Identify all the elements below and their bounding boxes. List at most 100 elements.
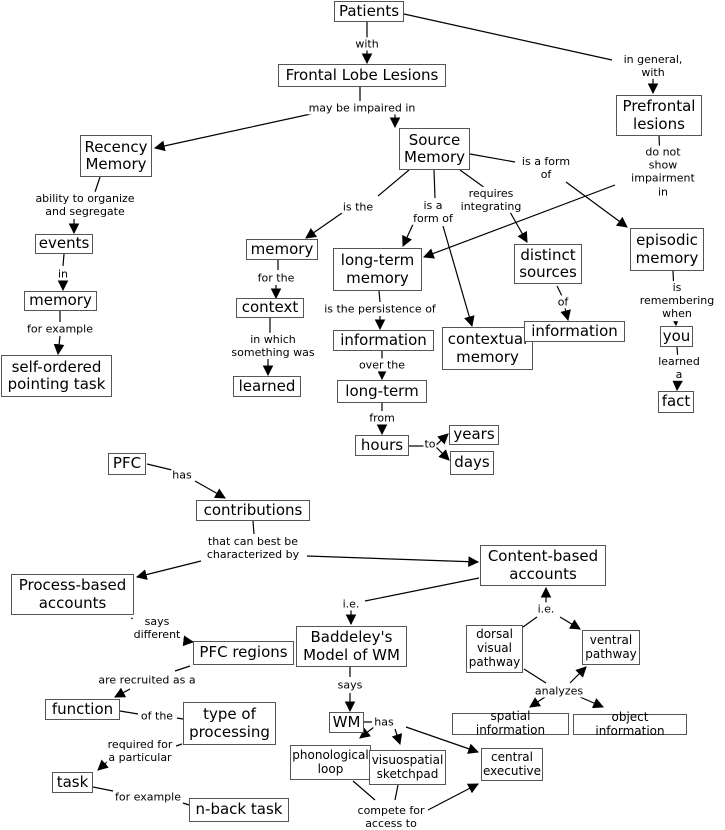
link-label-ie-1: i.e. bbox=[341, 597, 361, 611]
concept-node-context[interactable]: context bbox=[236, 298, 304, 318]
connector-arrow bbox=[569, 666, 587, 684]
link-label-for-example-2: for example bbox=[114, 790, 182, 804]
link-label-to: to bbox=[423, 437, 437, 451]
concept-node-object-info[interactable]: object information bbox=[573, 710, 687, 737]
concept-node-long-term-memory[interactable]: long-term memory bbox=[333, 248, 422, 291]
concept-node-task[interactable]: task bbox=[52, 772, 93, 793]
connector-line bbox=[522, 616, 538, 628]
link-label-for-example-1: for example bbox=[26, 322, 94, 336]
concept-node-you[interactable]: you bbox=[660, 326, 693, 347]
connector-line bbox=[119, 710, 139, 715]
connector-arrow bbox=[559, 616, 581, 630]
link-label-in-which: in which something was bbox=[230, 332, 316, 360]
connector-arrow bbox=[135, 560, 202, 580]
connector-line bbox=[378, 290, 381, 303]
concept-node-episodic-memory[interactable]: episodic memory bbox=[630, 228, 704, 271]
concept-node-frontal-lobe-lesions[interactable]: Frontal Lobe Lesions bbox=[278, 64, 446, 87]
link-label-may-be-impaired-in: may be impaired in bbox=[307, 101, 417, 115]
concept-node-dorsal[interactable]: dorsal visual pathway bbox=[466, 625, 523, 673]
concept-node-fact[interactable]: fact bbox=[658, 391, 694, 413]
concept-node-central-executive[interactable]: central executive bbox=[481, 748, 543, 781]
concept-node-source-memory[interactable]: Source Memory bbox=[399, 128, 470, 170]
connector-arrow bbox=[153, 111, 321, 152]
connector-arrow bbox=[359, 726, 375, 739]
concept-node-contextual-memory[interactable]: contextual memory bbox=[442, 327, 533, 370]
link-label-requires-integrating: requires integrating bbox=[459, 186, 523, 214]
concept-node-phonological-loop[interactable]: phonological loop bbox=[290, 745, 371, 780]
concept-node-prefrontal-lesions[interactable]: Prefrontal lesions bbox=[616, 95, 702, 136]
concept-node-content-based[interactable]: Content-based accounts bbox=[480, 545, 606, 586]
concept-node-baddeley[interactable]: Baddeley's Model of WM bbox=[296, 626, 407, 667]
concept-node-self-ordered[interactable]: self-ordered pointing task bbox=[1, 355, 112, 397]
concept-node-recency-memory[interactable]: Recency Memory bbox=[80, 135, 152, 177]
connector-arrow bbox=[434, 433, 449, 447]
connector-line bbox=[62, 253, 65, 267]
connector-line bbox=[146, 463, 173, 471]
concept-node-pfc[interactable]: PFC bbox=[108, 453, 146, 475]
concept-node-information-mid[interactable]: information bbox=[333, 330, 434, 351]
connector-line bbox=[459, 169, 486, 189]
link-label-of: of bbox=[556, 295, 570, 309]
concept-node-learned[interactable]: learned bbox=[233, 376, 301, 397]
link-label-from: from bbox=[368, 411, 396, 425]
link-label-in: in bbox=[56, 267, 70, 281]
concept-node-patients[interactable]: Patients bbox=[334, 1, 404, 22]
link-label-is-remembering-when: is remembering when bbox=[638, 281, 716, 321]
connector-arrow bbox=[405, 726, 480, 754]
connector-arrow bbox=[529, 696, 546, 708]
connector-line bbox=[403, 13, 613, 61]
concept-node-hours[interactable]: hours bbox=[355, 435, 409, 456]
link-label-learned-a: learned a bbox=[656, 354, 702, 382]
connector-line bbox=[175, 743, 183, 747]
connector-arrow bbox=[427, 783, 479, 811]
concept-node-distinct-sources[interactable]: distinct sources bbox=[514, 244, 582, 284]
connector-line bbox=[469, 153, 516, 163]
connector-arrow bbox=[97, 759, 109, 771]
concept-node-function[interactable]: function bbox=[45, 699, 120, 720]
connector-arrow bbox=[305, 212, 343, 239]
connector-line bbox=[252, 520, 255, 535]
connector-arrow bbox=[579, 696, 604, 709]
concept-node-long-term[interactable]: long-term bbox=[337, 380, 427, 403]
connector-line bbox=[352, 780, 376, 801]
link-label-is-a-form-of-1: is a form of bbox=[412, 198, 454, 226]
concept-node-information-right[interactable]: information bbox=[524, 321, 625, 342]
concept-node-ventral[interactable]: ventral pathway bbox=[582, 630, 640, 665]
connector-line bbox=[523, 668, 547, 684]
concept-node-years[interactable]: years bbox=[449, 425, 499, 445]
link-label-is-the: is the bbox=[341, 200, 375, 214]
connector-line bbox=[92, 786, 114, 792]
connector-arrow bbox=[391, 728, 403, 746]
link-label-for-the: for the bbox=[256, 271, 296, 285]
connector-arrow bbox=[442, 225, 475, 328]
concept-node-memory-mid[interactable]: memory bbox=[246, 239, 318, 260]
concept-node-type-of-processing[interactable]: type of processing bbox=[183, 702, 276, 745]
link-label-are-recruited-as-a: are recruited as a bbox=[97, 673, 197, 687]
connector-line bbox=[94, 176, 101, 193]
concept-node-memory-left[interactable]: memory bbox=[24, 291, 97, 311]
link-label-over-the: over the bbox=[357, 358, 407, 372]
concept-node-visuospatial[interactable]: visuospatial sketchpad bbox=[369, 750, 446, 785]
concept-node-process-based[interactable]: Process-based accounts bbox=[11, 574, 134, 615]
concept-node-days[interactable]: days bbox=[450, 451, 494, 475]
concept-node-events[interactable]: events bbox=[35, 234, 93, 254]
connector-arrow bbox=[422, 184, 616, 259]
concept-node-pfc-regions[interactable]: PFC regions bbox=[193, 641, 294, 665]
concept-node-n-back[interactable]: n-back task bbox=[189, 798, 289, 822]
connector-arrow bbox=[306, 555, 480, 568]
connector-line bbox=[377, 169, 410, 197]
connector-arrow bbox=[509, 211, 528, 243]
connector-line bbox=[176, 717, 184, 720]
connector-arrow bbox=[194, 480, 226, 499]
link-label-do-not-show: do not show impairment in bbox=[630, 145, 696, 199]
connector-arrow bbox=[182, 635, 195, 647]
concept-node-contributions[interactable]: contributions bbox=[196, 500, 310, 521]
concept-node-wm[interactable]: WM bbox=[329, 712, 364, 733]
link-label-has-2: has bbox=[373, 715, 395, 729]
link-label-is-the-persistence-of: is the persistence of bbox=[323, 302, 437, 316]
link-label-of-the: of the bbox=[139, 709, 175, 723]
connector-line bbox=[182, 802, 190, 806]
connector-arrow bbox=[560, 307, 571, 322]
connector-arrow bbox=[114, 687, 131, 698]
concept-node-spatial-info[interactable]: spatial information bbox=[452, 709, 569, 737]
